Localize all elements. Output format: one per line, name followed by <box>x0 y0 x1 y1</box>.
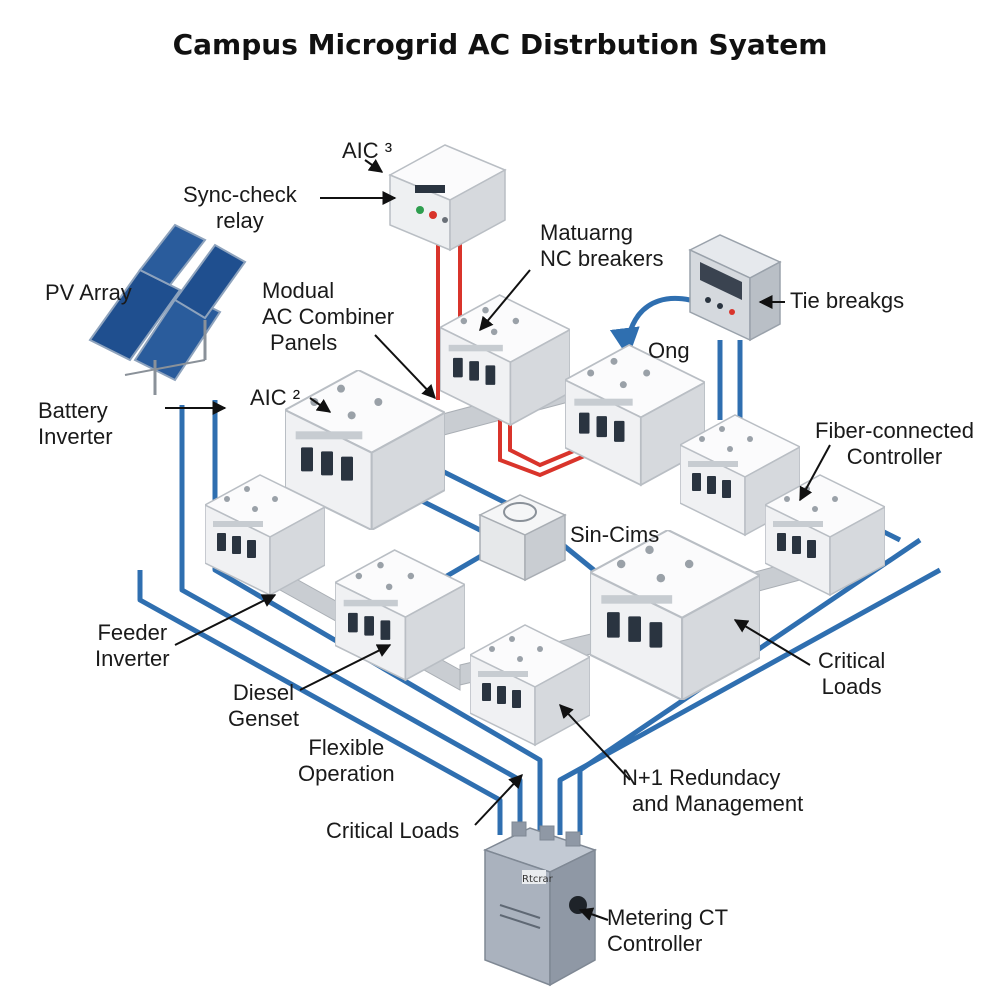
label-battery: Battery Inverter <box>38 398 113 450</box>
label-n1: N+1 Redundacy and Management <box>618 765 803 817</box>
label-line: Feeder <box>97 620 168 645</box>
controller-display-icon <box>688 234 782 342</box>
label-line: Sync-check <box>183 182 297 207</box>
breaker-module-icon <box>590 530 760 700</box>
solar-panel-icon <box>88 223 247 395</box>
junction-box-icon <box>478 494 567 582</box>
label-sync-check: Sync-check relay <box>183 182 297 234</box>
label-line: Diesel <box>232 680 295 705</box>
diagram-title: Campus Microgrid AC Distrbution Syatem <box>172 28 828 61</box>
label-feeder: Feeder Inverter <box>95 620 170 672</box>
label-matuarng: Matuarng NC breakers <box>540 220 663 272</box>
label-flexible: Flexible Operation <box>298 735 395 787</box>
label-critical-bottom: Critical Loads <box>326 818 460 843</box>
label-modual: Modual AC Combiner Panels <box>262 278 394 356</box>
label-line: Inverter <box>95 646 170 671</box>
label-aic3: AIC ³ <box>342 138 393 163</box>
label-line: Loads <box>821 674 882 699</box>
label-line: Battery <box>38 398 108 423</box>
label-line: Controller <box>846 444 943 469</box>
label-line: Critical <box>818 648 886 673</box>
label-ong: Ong <box>648 338 690 363</box>
label-line: AC Combiner <box>262 304 395 329</box>
leader-arrows <box>165 159 831 921</box>
label-pv-array: PV Array <box>45 280 132 305</box>
label-line: N+1 Redundacy <box>622 765 781 790</box>
label-line: relay <box>216 208 264 233</box>
label-line: Metering CT <box>607 905 729 930</box>
label-line: Genset <box>228 706 299 731</box>
label-line: Inverter <box>38 424 113 449</box>
label-line: NC breakers <box>540 246 664 271</box>
breaker-module-icon <box>335 549 465 681</box>
meter-cabinet-icon <box>483 821 597 987</box>
label-critical-right: Critical Loads <box>818 648 885 700</box>
meter-brand-label: Rtcrar <box>522 874 554 885</box>
label-metering: Metering CT Controller <box>607 905 728 957</box>
sync-lines <box>436 230 611 478</box>
label-line: and Management <box>632 791 804 816</box>
label-line: Modual <box>262 278 335 303</box>
label-line: Matuarng <box>540 220 633 245</box>
label-line: Panels <box>270 330 338 355</box>
label-tie: Tie breakgs <box>790 288 905 313</box>
label-line: Operation <box>298 761 395 786</box>
relay-box-icon <box>388 144 507 252</box>
label-line: Fiber-connected <box>815 418 974 443</box>
label-line: Flexible <box>308 735 385 760</box>
label-sin-cims: Sin-Cims <box>570 522 660 547</box>
label-fiber: Fiber-connected Controller <box>815 418 974 470</box>
label-aic2: AIC ² <box>250 385 301 410</box>
label-diesel: Diesel Genset <box>228 680 299 732</box>
label-line: Controller <box>607 931 703 956</box>
